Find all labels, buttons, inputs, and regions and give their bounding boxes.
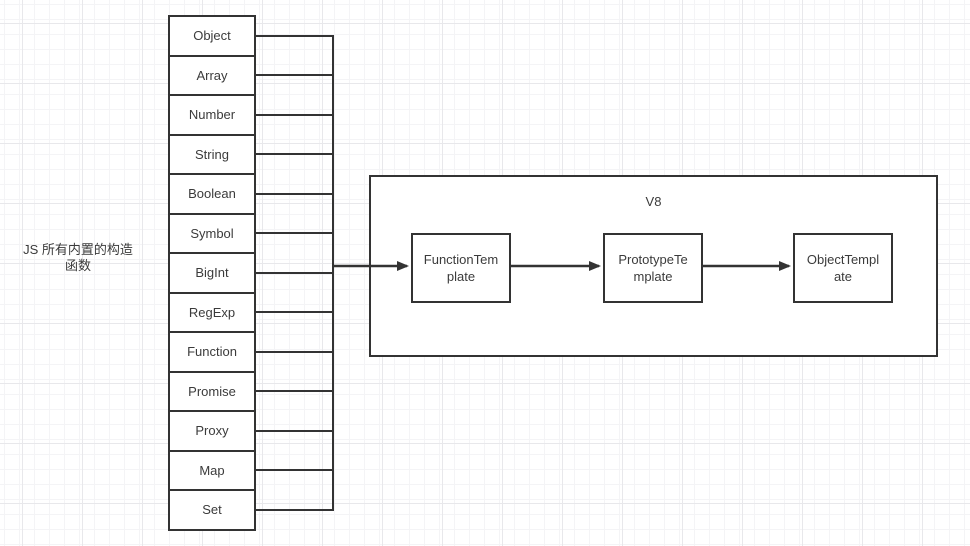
constructor-box-array[interactable]: Array	[170, 57, 254, 96]
constructor-label: Number	[188, 107, 236, 123]
constructor-label: Array	[196, 67, 228, 83]
constructor-label: Promise	[188, 383, 236, 399]
function-template-label-line2: plate	[446, 269, 476, 284]
constructor-label: Boolean	[188, 186, 236, 202]
object-template-label-line1: ObjectTempl	[806, 252, 880, 267]
constructor-box-boolean[interactable]: Boolean	[170, 175, 254, 215]
constructor-label: Proxy	[195, 423, 229, 439]
prototype-template-label-line2: mplate	[633, 269, 673, 284]
prototype-template-label-line1: PrototypeTe	[618, 252, 688, 267]
constructor-stack: Object Array Number String Boolean Symbo…	[168, 15, 256, 531]
v8-container-box[interactable]: V8 FunctionTem plate PrototypeTe mplate …	[369, 175, 938, 357]
constructor-label: Map	[199, 462, 225, 478]
constructor-label: RegExp	[188, 304, 236, 320]
constructor-box-proxy[interactable]: Proxy	[170, 412, 254, 452]
constructor-label: Function	[187, 344, 237, 360]
constructor-label: Set	[202, 502, 222, 518]
constructor-box-string[interactable]: String	[170, 136, 254, 175]
function-template-box[interactable]: FunctionTem plate	[411, 233, 511, 303]
object-template-box[interactable]: ObjectTempl ate	[793, 233, 893, 303]
constructor-box-function[interactable]: Function	[170, 333, 254, 373]
constructor-box-number[interactable]: Number	[170, 96, 254, 136]
constructor-box-regexp[interactable]: RegExp	[170, 294, 254, 333]
object-template-label-line2: ate	[833, 269, 853, 284]
prototype-template-box[interactable]: PrototypeTe mplate	[603, 233, 703, 303]
v8-title: V8	[645, 194, 662, 209]
constructor-label: Object	[193, 28, 231, 44]
caption-line-1: JS 所有内置的构造	[23, 242, 133, 257]
constructor-label: BigInt	[195, 265, 229, 281]
constructor-box-object[interactable]: Object	[170, 17, 254, 57]
constructor-box-bigint[interactable]: BigInt	[170, 254, 254, 294]
constructor-box-symbol[interactable]: Symbol	[170, 215, 254, 254]
diagram-caption: JS 所有内置的构造 函数	[6, 242, 150, 274]
constructor-box-set[interactable]: Set	[170, 491, 254, 529]
constructor-label: String	[195, 146, 229, 162]
constructor-label: Symbol	[190, 225, 234, 241]
caption-line-2: 函数	[64, 258, 91, 273]
constructor-box-promise[interactable]: Promise	[170, 373, 254, 412]
constructor-box-map[interactable]: Map	[170, 452, 254, 491]
function-template-label-line1: FunctionTem	[423, 252, 499, 267]
